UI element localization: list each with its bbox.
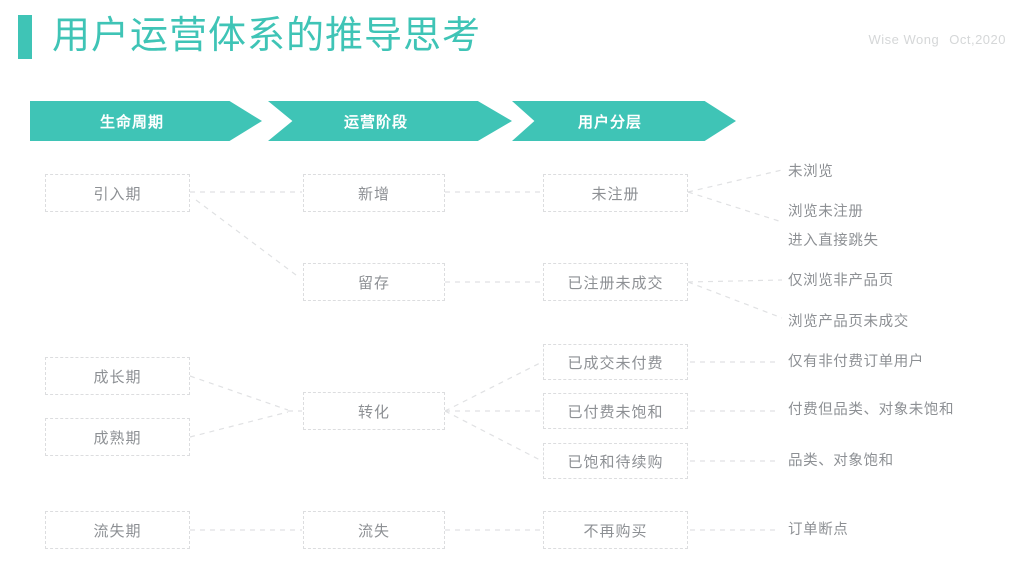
- node-stage-new[interactable]: 新增: [303, 174, 445, 212]
- node-segment-saturated-repurchase[interactable]: 已饱和待续购: [543, 443, 688, 479]
- banner-lifecycle: 生命周期: [30, 101, 262, 141]
- node-segment-paid-unsaturated[interactable]: 已付费未饱和: [543, 393, 688, 429]
- leaf-label-paid-unsaturated-category: 付费但品类、对象未饱和: [788, 402, 955, 418]
- node-label: 引入期: [93, 185, 142, 203]
- leaf-label-browsed-product-no-deal: 浏览产品页未成交: [788, 314, 909, 330]
- node-label: 已注册未成交: [567, 274, 664, 292]
- connector-intro-to-retain: [195, 199, 301, 279]
- title-accent-bar: [18, 15, 32, 59]
- banner-stage: 运营阶段: [268, 101, 512, 141]
- node-segment-deal-unpaid[interactable]: 已成交未付费: [543, 344, 688, 380]
- page-title: 用户运营体系的推导思考: [52, 15, 482, 57]
- node-label: 已饱和待续购: [567, 453, 664, 471]
- leaf-label-browsed-unregistered: 浏览未注册: [788, 204, 864, 220]
- node-label: 流失: [357, 522, 390, 540]
- node-segment-unregistered[interactable]: 未注册: [543, 174, 688, 212]
- byline-date: Oct,2020: [949, 32, 1006, 47]
- leaf-label-direct-bounce: 进入直接跳失: [788, 233, 879, 249]
- banner-segment: 用户分层: [512, 101, 736, 141]
- connector-registered-to-leaf3: [687, 279, 783, 283]
- node-label: 流失期: [93, 522, 142, 540]
- connector-mature-to-convert: [189, 411, 289, 438]
- leaf-label-order-breakpoint: 订单断点: [788, 522, 849, 538]
- node-stage-retention[interactable]: 留存: [303, 263, 445, 301]
- connector-unregistered-to-leaf1: [687, 169, 783, 193]
- node-lifecycle-churn[interactable]: 流失期: [45, 511, 190, 549]
- node-label: 不再购买: [583, 522, 648, 540]
- banner-stage-label: 运营阶段: [343, 113, 408, 131]
- node-stage-conversion[interactable]: 转化: [303, 392, 445, 430]
- node-label: 成长期: [93, 368, 142, 386]
- node-lifecycle-growth[interactable]: 成长期: [45, 357, 190, 395]
- node-label: 已成交未付费: [567, 354, 664, 372]
- node-label: 留存: [357, 274, 390, 292]
- node-label: 已付费未饱和: [567, 403, 664, 421]
- node-lifecycle-mature[interactable]: 成熟期: [45, 418, 190, 456]
- node-lifecycle-intro[interactable]: 引入期: [45, 174, 190, 212]
- node-label: 未注册: [591, 185, 640, 203]
- node-label: 成熟期: [93, 429, 142, 447]
- connector-growth-to-convert: [189, 375, 289, 411]
- connector-registered-to-leaf4: [687, 281, 783, 319]
- leaf-label-category-saturated: 品类、对象饱和: [788, 453, 894, 469]
- node-segment-registered-no-deal[interactable]: 已注册未成交: [543, 263, 688, 301]
- byline: Wise Wong Oct,2020: [869, 32, 1007, 47]
- byline-author: Wise Wong: [868, 32, 940, 47]
- leaf-label-nonpaid-order-only: 仅有非付费订单用户: [788, 354, 924, 370]
- connector-unregistered-to-leaf2: [687, 191, 783, 223]
- leaf-label-not-browsed: 未浏览: [788, 164, 834, 180]
- node-label: 转化: [357, 403, 390, 421]
- node-segment-no-longer-buy[interactable]: 不再购买: [543, 511, 688, 549]
- banner-lifecycle-label: 生命周期: [99, 113, 164, 131]
- banner-segment-label: 用户分层: [577, 113, 642, 131]
- connector-convert-to-saturated: [444, 410, 543, 462]
- connector-convert-to-nopay: [444, 361, 543, 412]
- node-label: 新增: [357, 185, 390, 203]
- leaf-label-browsed-nonproduct: 仅浏览非产品页: [788, 273, 894, 289]
- node-stage-churn[interactable]: 流失: [303, 511, 445, 549]
